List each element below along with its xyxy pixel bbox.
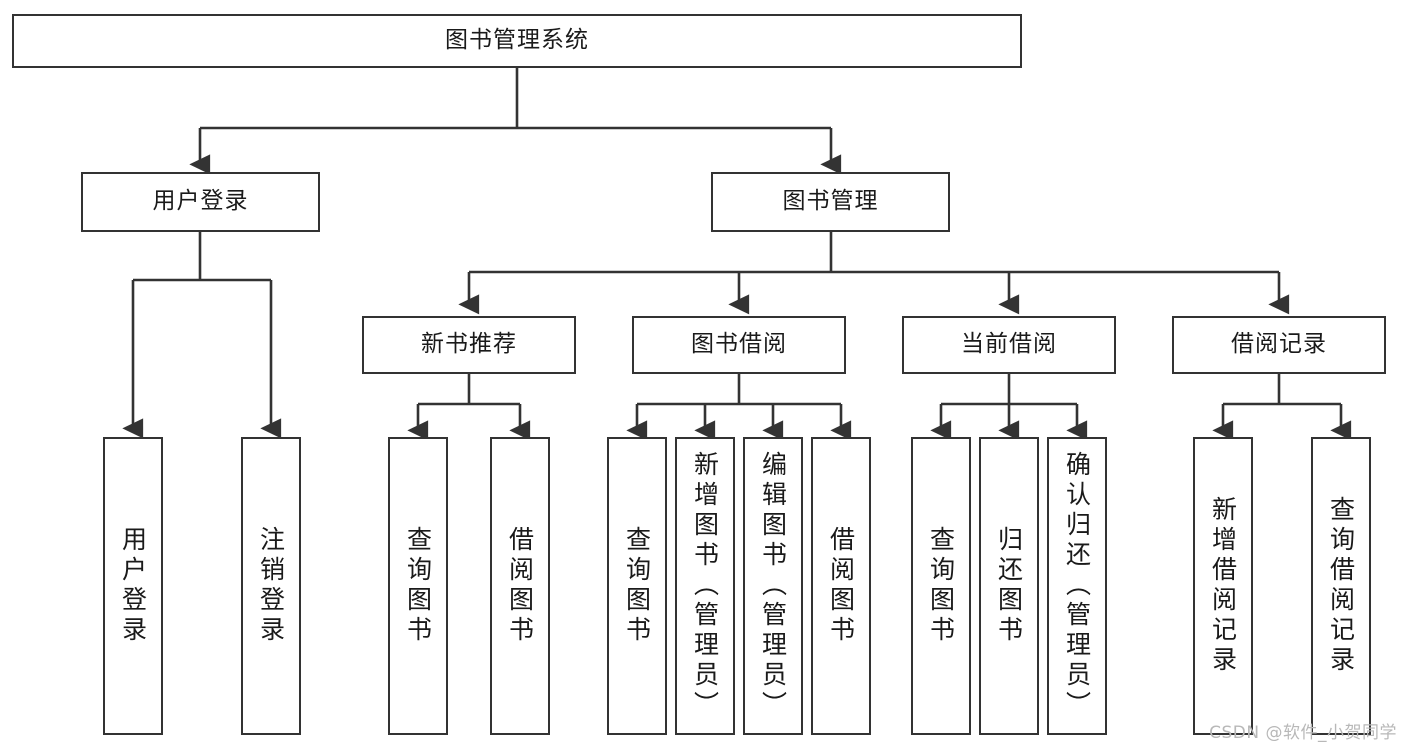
- node-label: 查询图书: [622, 526, 652, 646]
- node-leaf-add-borrow-record[interactable]: 新增借阅记录: [1193, 437, 1253, 735]
- node-leaf-query-book-recommend[interactable]: 查询图书: [388, 437, 448, 735]
- node-leaf-borrow-book-recommend[interactable]: 借阅图书: [490, 437, 550, 735]
- node-label: 图书管理: [782, 188, 879, 215]
- node-borrow-record[interactable]: 借阅记录: [1172, 316, 1386, 374]
- node-leaf-query-book-current[interactable]: 查询图书: [911, 437, 971, 735]
- node-root-system[interactable]: 图书管理系统: [12, 14, 1022, 68]
- node-label: 图书管理系统: [445, 27, 589, 54]
- node-label: 查询图书: [403, 526, 433, 646]
- node-current-borrow[interactable]: 当前借阅: [902, 316, 1116, 374]
- node-label: 新增图书（管理员）: [690, 451, 720, 721]
- node-label: 用户登录: [152, 188, 249, 215]
- node-label: 借阅图书: [505, 526, 535, 646]
- node-label: 借阅图书: [826, 526, 856, 646]
- node-label: 借阅记录: [1231, 331, 1327, 358]
- node-leaf-logout[interactable]: 注销登录: [241, 437, 301, 735]
- node-label: 查询图书: [926, 526, 956, 646]
- node-leaf-user-login[interactable]: 用户登录: [103, 437, 163, 735]
- node-new-book-recommend[interactable]: 新书推荐: [362, 316, 576, 374]
- node-leaf-add-book-admin[interactable]: 新增图书（管理员）: [675, 437, 735, 735]
- node-label: 确认归还（管理员）: [1062, 451, 1092, 721]
- node-book-borrow[interactable]: 图书借阅: [632, 316, 846, 374]
- node-label: 当前借阅: [961, 331, 1057, 358]
- node-label: 图书借阅: [691, 331, 787, 358]
- node-label: 编辑图书（管理员）: [758, 451, 788, 721]
- node-leaf-confirm-return-admin[interactable]: 确认归还（管理员）: [1047, 437, 1107, 735]
- node-book-management[interactable]: 图书管理: [711, 172, 950, 232]
- node-leaf-edit-book-admin[interactable]: 编辑图书（管理员）: [743, 437, 803, 735]
- csdn-watermark: CSDN @软件_小贺同学: [1209, 723, 1397, 743]
- node-user-login[interactable]: 用户登录: [81, 172, 320, 232]
- node-label: 查询借阅记录: [1326, 496, 1356, 676]
- node-label: 用户登录: [118, 526, 148, 646]
- node-label: 新书推荐: [421, 331, 517, 358]
- node-label: 归还图书: [994, 526, 1024, 646]
- node-leaf-return-book[interactable]: 归还图书: [979, 437, 1039, 735]
- node-label: 注销登录: [256, 526, 286, 646]
- node-leaf-query-book-borrow[interactable]: 查询图书: [607, 437, 667, 735]
- node-leaf-borrow-book[interactable]: 借阅图书: [811, 437, 871, 735]
- node-label: 新增借阅记录: [1208, 496, 1238, 676]
- node-leaf-query-borrow-record[interactable]: 查询借阅记录: [1311, 437, 1371, 735]
